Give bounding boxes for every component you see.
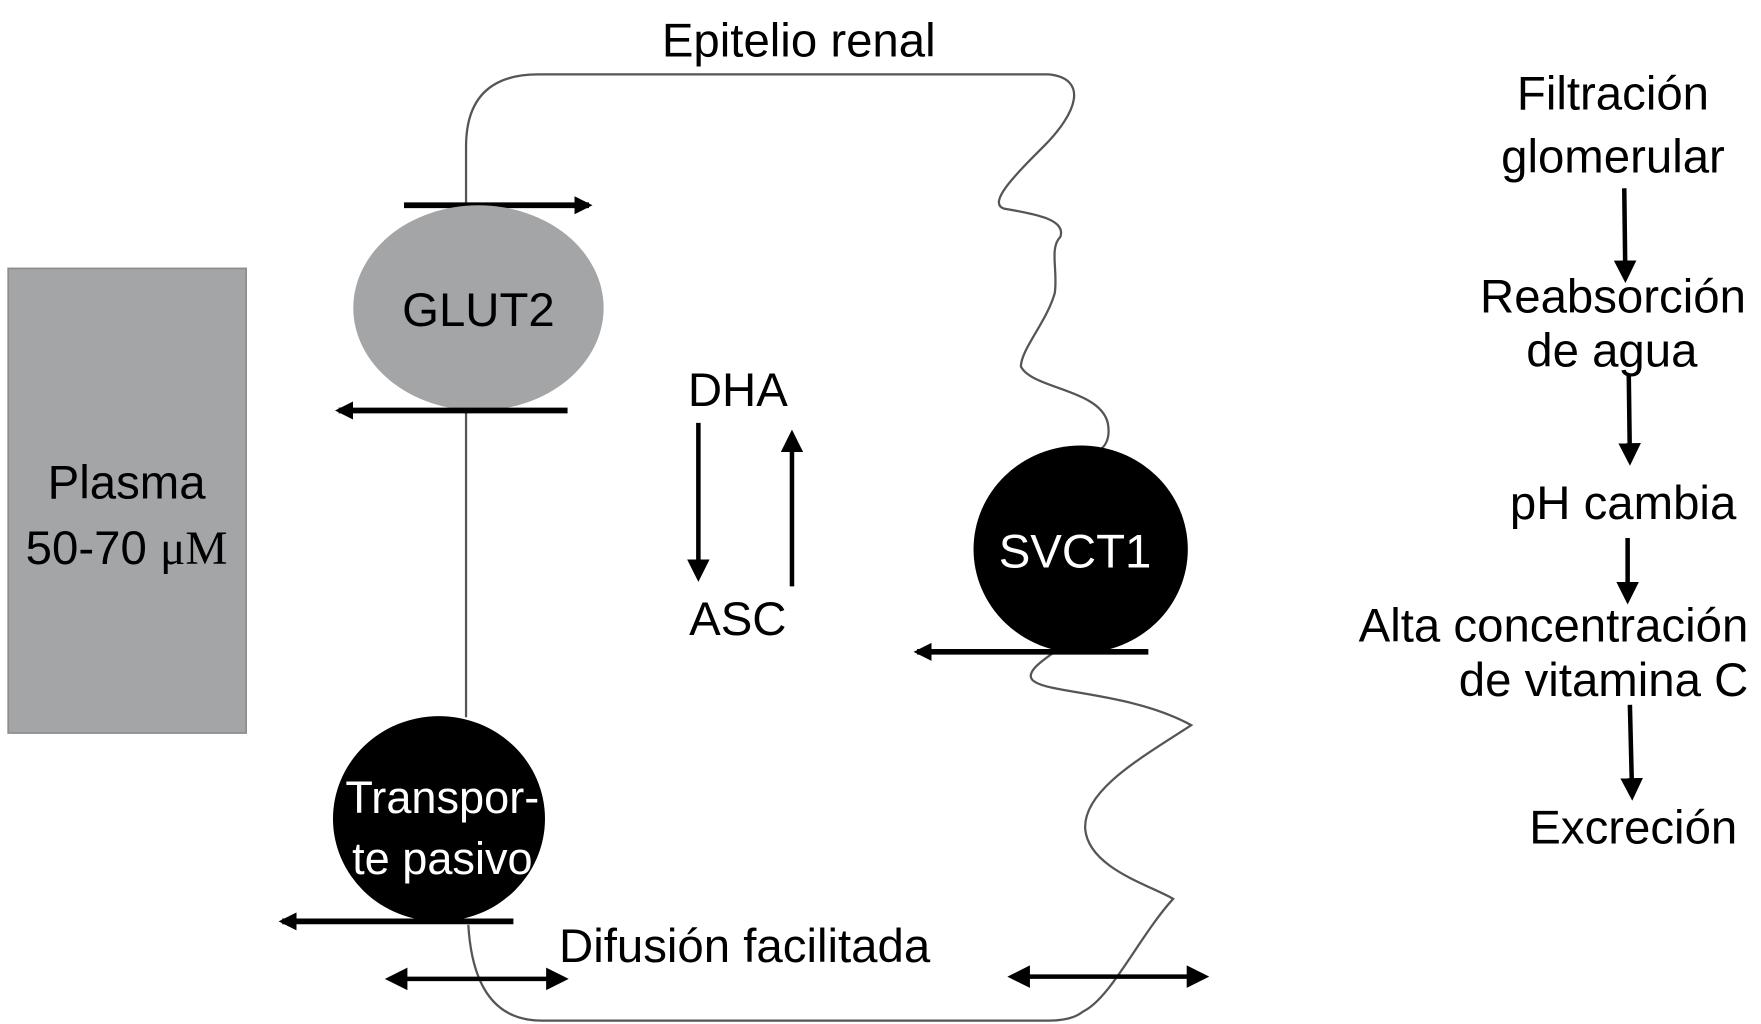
plasma-box xyxy=(7,267,247,734)
cell-membrane-lower-right xyxy=(467,650,1194,1022)
step-reabsorption-line2: de agua xyxy=(1526,325,1698,378)
step-ph-change: pH cambia xyxy=(1510,477,1737,530)
dha-label: DHA xyxy=(688,364,788,417)
svct1-transporter xyxy=(973,445,1188,653)
cell-membrane xyxy=(464,73,1110,450)
passive-transporter xyxy=(332,716,545,922)
plasma-label: Plasma xyxy=(48,456,207,509)
pathway-arrow-1 xyxy=(1613,188,1637,284)
asc-label: ASC xyxy=(689,593,786,646)
step-high-concentration-line1: Alta concentración xyxy=(1359,600,1749,653)
svct1-label: SVCT1 xyxy=(999,525,1152,578)
epithelium-title: Epitelio renal xyxy=(662,14,936,67)
glut2-transporter xyxy=(353,205,604,411)
step-high-concentration-line2: de vitamina C xyxy=(1459,654,1749,707)
pathway-arrow-2 xyxy=(1618,374,1641,466)
passive-label-line2: te pasivo xyxy=(352,833,533,884)
step-filtration-line1: Filtración xyxy=(1517,67,1709,120)
step-filtration-line2: glomerular xyxy=(1501,131,1725,184)
step-excretion: Excreción xyxy=(1529,802,1737,855)
pathway-arrow-4 xyxy=(1620,704,1643,801)
step-reabsorption-line1: Reabsorción xyxy=(1480,270,1746,323)
facilitated-diffusion-label: Difusión facilitada xyxy=(559,920,931,973)
passive-label-line1: Transpor- xyxy=(345,772,539,823)
glut2-label: GLUT2 xyxy=(402,284,555,337)
plasma-concentration: 50-70 μM xyxy=(26,522,228,575)
